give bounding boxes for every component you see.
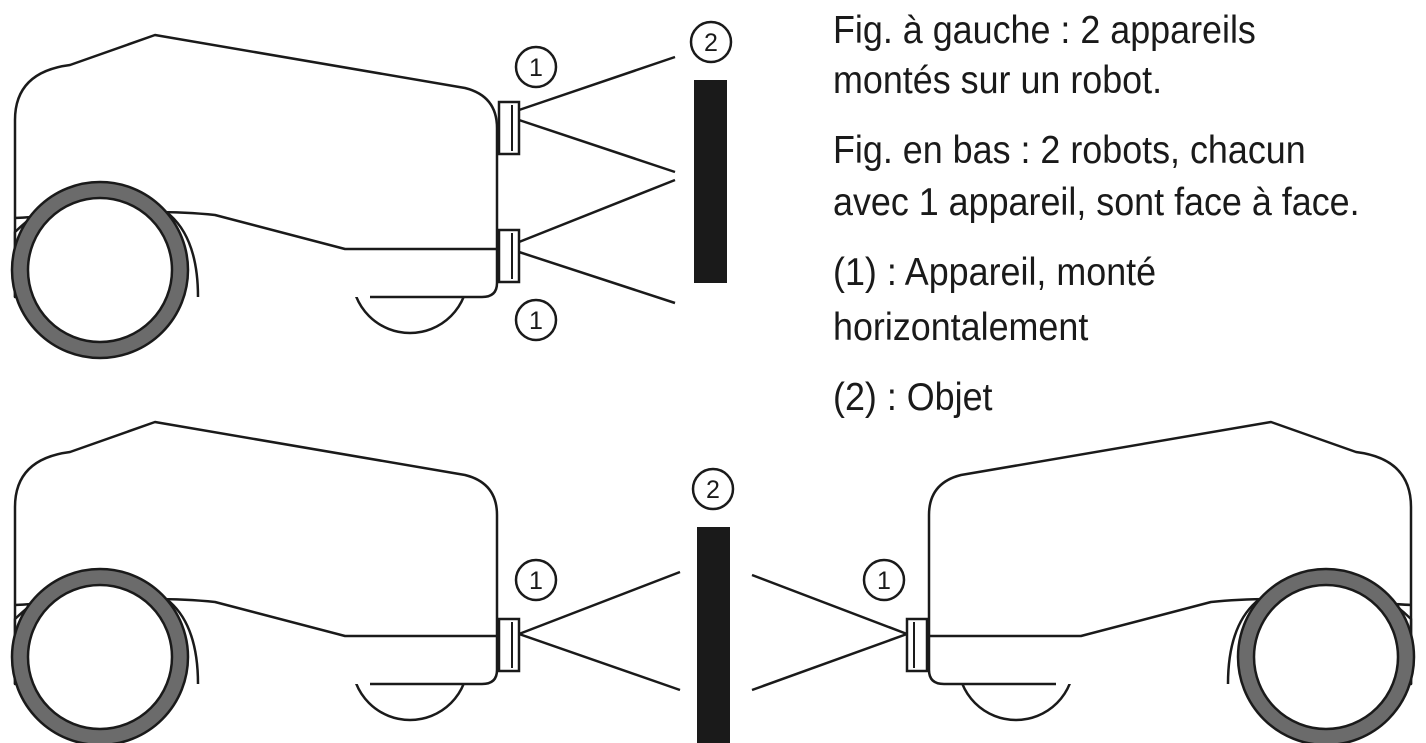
svg-text:2: 2: [704, 29, 718, 57]
callout-device-top-upper: 1: [514, 45, 558, 89]
caption-line-5: (1) : Appareil, monté: [833, 251, 1157, 294]
caption-line-2: montés sur un robot.: [833, 59, 1163, 102]
svg-text:1: 1: [877, 567, 891, 595]
robot-top: [10, 33, 499, 360]
beam-lines-bottom-right: [751, 573, 908, 692]
svg-text:1: 1: [529, 567, 543, 595]
object-bottom: [697, 527, 730, 743]
caption-line-1: Fig. à gauche : 2 appareils: [833, 9, 1256, 52]
callout-object-bottom: 2: [691, 467, 735, 511]
caption-line-6: horizontalement: [833, 306, 1089, 349]
caption-line-3: Fig. en bas : 2 robots, chacun: [833, 129, 1306, 172]
device-bottom-right: [905, 617, 929, 673]
device-bottom-left: [497, 617, 521, 673]
beam-lines-top: [518, 55, 676, 305]
callout-object-top: 2: [689, 20, 733, 64]
caption-line-7: (2) : Objet: [833, 376, 993, 419]
callout-device-top-lower: 1: [514, 298, 558, 342]
svg-text:2: 2: [706, 476, 720, 504]
callout-device-bottom-left: 1: [514, 558, 558, 602]
beam-lines-bottom-left: [518, 570, 681, 692]
robot-bottom-left: [10, 420, 499, 743]
device-lower: [497, 228, 521, 284]
object-top: [694, 80, 727, 283]
svg-text:1: 1: [529, 307, 543, 335]
svg-text:1: 1: [529, 54, 543, 82]
device-upper: [497, 100, 521, 156]
caption-line-4: avec 1 appareil, sont face à face.: [833, 181, 1360, 224]
robot-bottom-right: [927, 420, 1416, 743]
callout-device-bottom-right: 1: [862, 558, 906, 602]
